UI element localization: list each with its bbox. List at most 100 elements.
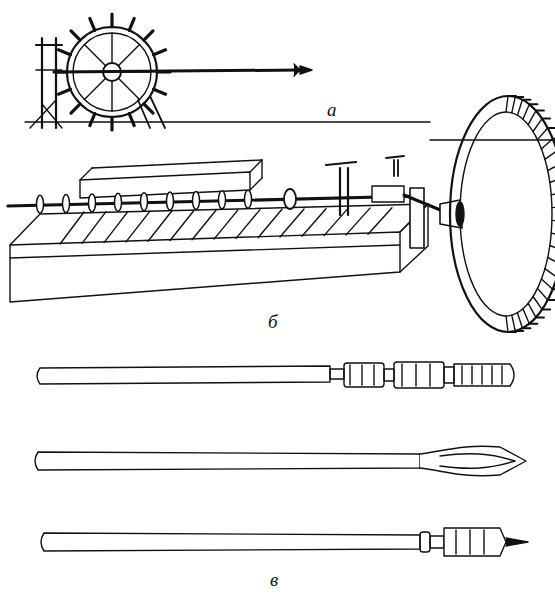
rim-bucket [523,104,529,119]
slat [104,211,128,242]
paddle [110,117,113,130]
rim-bucket [533,119,542,132]
rim-bucket [545,151,555,160]
groove [483,530,484,554]
rim-bucket [550,178,555,183]
groove [491,366,492,384]
rim-bucket [542,118,550,120]
rim-bucket [506,316,508,332]
rim-bucket [537,288,547,300]
spoke [111,81,112,111]
paddle [110,14,113,27]
bench-front [10,232,400,302]
rim-bucket [529,323,537,325]
paddle [154,89,166,94]
rim-bucket [517,313,522,328]
rim-bucket [536,110,544,112]
spoke [121,71,151,72]
paddle [154,50,166,55]
slat [236,210,260,239]
figure-letter: а [327,99,337,120]
figure-label: а [327,100,337,120]
rim-bucket [552,220,555,221]
paddle [54,70,67,73]
figure-letter: б [268,311,278,332]
slat [324,208,348,235]
rim-bucket [545,269,555,278]
shaft-disc [37,195,44,213]
large-water-wheel [450,96,555,332]
paddle [90,18,95,30]
slat [346,208,370,235]
rim-bucket [523,309,529,324]
paddle [144,104,153,113]
rim-bucket [537,128,547,140]
rim-bucket [528,303,536,317]
shaft-disc [63,195,70,213]
rim-bucket [551,233,555,236]
slat [258,209,282,237]
rim-bucket [550,246,555,251]
shaft-disc [219,191,226,209]
paddle [90,114,95,126]
spoke [84,44,105,65]
paddle [129,114,134,126]
rim-bucket [553,138,555,140]
rim-bucket [512,315,516,331]
groove [469,530,470,554]
slat [126,211,150,242]
rim-bucket [506,96,508,112]
shaft-disc [115,193,122,211]
spoke [118,78,139,99]
rim-bucket [508,331,516,333]
groove [361,365,362,385]
rim-bucket [515,96,523,98]
paddle [71,31,80,40]
ground-line [25,121,430,122]
spoke [111,33,112,63]
slat [60,212,84,244]
paddle [157,70,170,73]
small-water-wheel [25,14,430,130]
post [326,162,356,215]
shaft-disc [89,194,96,212]
rim-bucket [533,297,542,310]
slat [148,211,172,241]
rim-bucket [553,288,555,290]
rim-bucket [512,97,516,113]
groove [415,364,416,386]
rim-bucket [542,308,550,310]
paddle [71,104,80,113]
slat [214,210,238,239]
slat [170,211,194,241]
shaft-disc [167,192,174,210]
bit-rod [37,366,330,384]
slat [368,208,392,234]
rim-bucket [536,316,544,318]
figure-label: в [270,570,278,590]
rim-bucket [529,103,537,105]
groove [401,364,402,386]
rim-bucket [541,279,552,289]
shaft-disc [141,193,148,211]
shaft-disc [245,190,252,208]
rim-bucket [522,327,530,329]
shaft-disc [193,191,200,209]
slat [302,209,326,237]
slat [192,210,216,240]
rim-bucket [552,207,555,208]
spoke [118,44,139,65]
groove [471,366,472,384]
boring-machine [8,96,555,332]
rim-bucket [548,299,555,301]
groove [461,366,462,384]
groove [501,366,502,384]
rim-bucket [522,99,530,101]
spoke [73,71,103,72]
slat [280,209,304,237]
paddle [129,18,134,30]
rim-bucket [541,139,552,149]
paddle [144,31,153,40]
groove [455,530,456,554]
rim-bucket [528,111,536,125]
